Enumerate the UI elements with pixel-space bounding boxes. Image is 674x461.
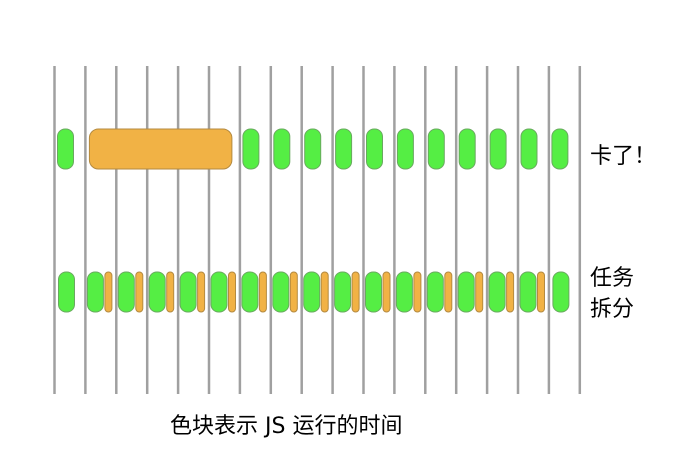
- label-stuck: 卡了！: [590, 144, 656, 169]
- green-block: [148, 271, 166, 313]
- green-block: [304, 128, 322, 170]
- green-block: [242, 128, 260, 170]
- green-block: [179, 271, 197, 313]
- label-split-line2: 拆分: [590, 297, 634, 322]
- green-block: [552, 271, 570, 313]
- green-block: [489, 128, 507, 170]
- orange-block: [444, 271, 453, 313]
- orange-block: [351, 271, 360, 313]
- green-block: [57, 128, 74, 170]
- orange-block: [506, 271, 515, 313]
- orange-block: [537, 271, 545, 313]
- green-block: [86, 271, 104, 313]
- row-blocked-task: [57, 128, 569, 170]
- green-block: [117, 271, 135, 313]
- orange-block: [135, 271, 144, 313]
- green-block: [457, 271, 475, 313]
- orange-long-block: [88, 128, 233, 170]
- green-block: [488, 271, 506, 313]
- green-block: [334, 271, 352, 313]
- green-block: [396, 128, 414, 170]
- orange-block: [104, 271, 113, 313]
- orange-block: [382, 271, 391, 313]
- green-block: [335, 128, 353, 170]
- green-block: [273, 128, 291, 170]
- orange-block: [289, 271, 298, 313]
- orange-block: [413, 271, 422, 313]
- green-block: [458, 128, 476, 170]
- orange-block: [228, 271, 236, 313]
- green-block: [366, 128, 383, 170]
- row-split-task: [58, 271, 570, 313]
- orange-block: [320, 271, 329, 313]
- green-block: [365, 271, 382, 313]
- orange-block: [166, 271, 175, 313]
- caption: 色块表示 JS 运行的时间: [170, 414, 402, 439]
- green-block: [303, 271, 321, 313]
- green-block: [395, 271, 413, 313]
- orange-block: [258, 271, 267, 313]
- green-block: [272, 271, 290, 313]
- green-block: [427, 128, 445, 170]
- green-block: [551, 128, 569, 170]
- label-split-line1: 任务: [590, 266, 634, 291]
- orange-block: [475, 271, 484, 313]
- green-block: [426, 271, 444, 313]
- green-block: [58, 271, 75, 313]
- green-block: [519, 271, 537, 313]
- green-block: [241, 271, 259, 313]
- green-block: [210, 271, 228, 313]
- green-block: [520, 128, 538, 170]
- orange-block: [197, 271, 206, 313]
- frame-gridlines: [53, 66, 582, 394]
